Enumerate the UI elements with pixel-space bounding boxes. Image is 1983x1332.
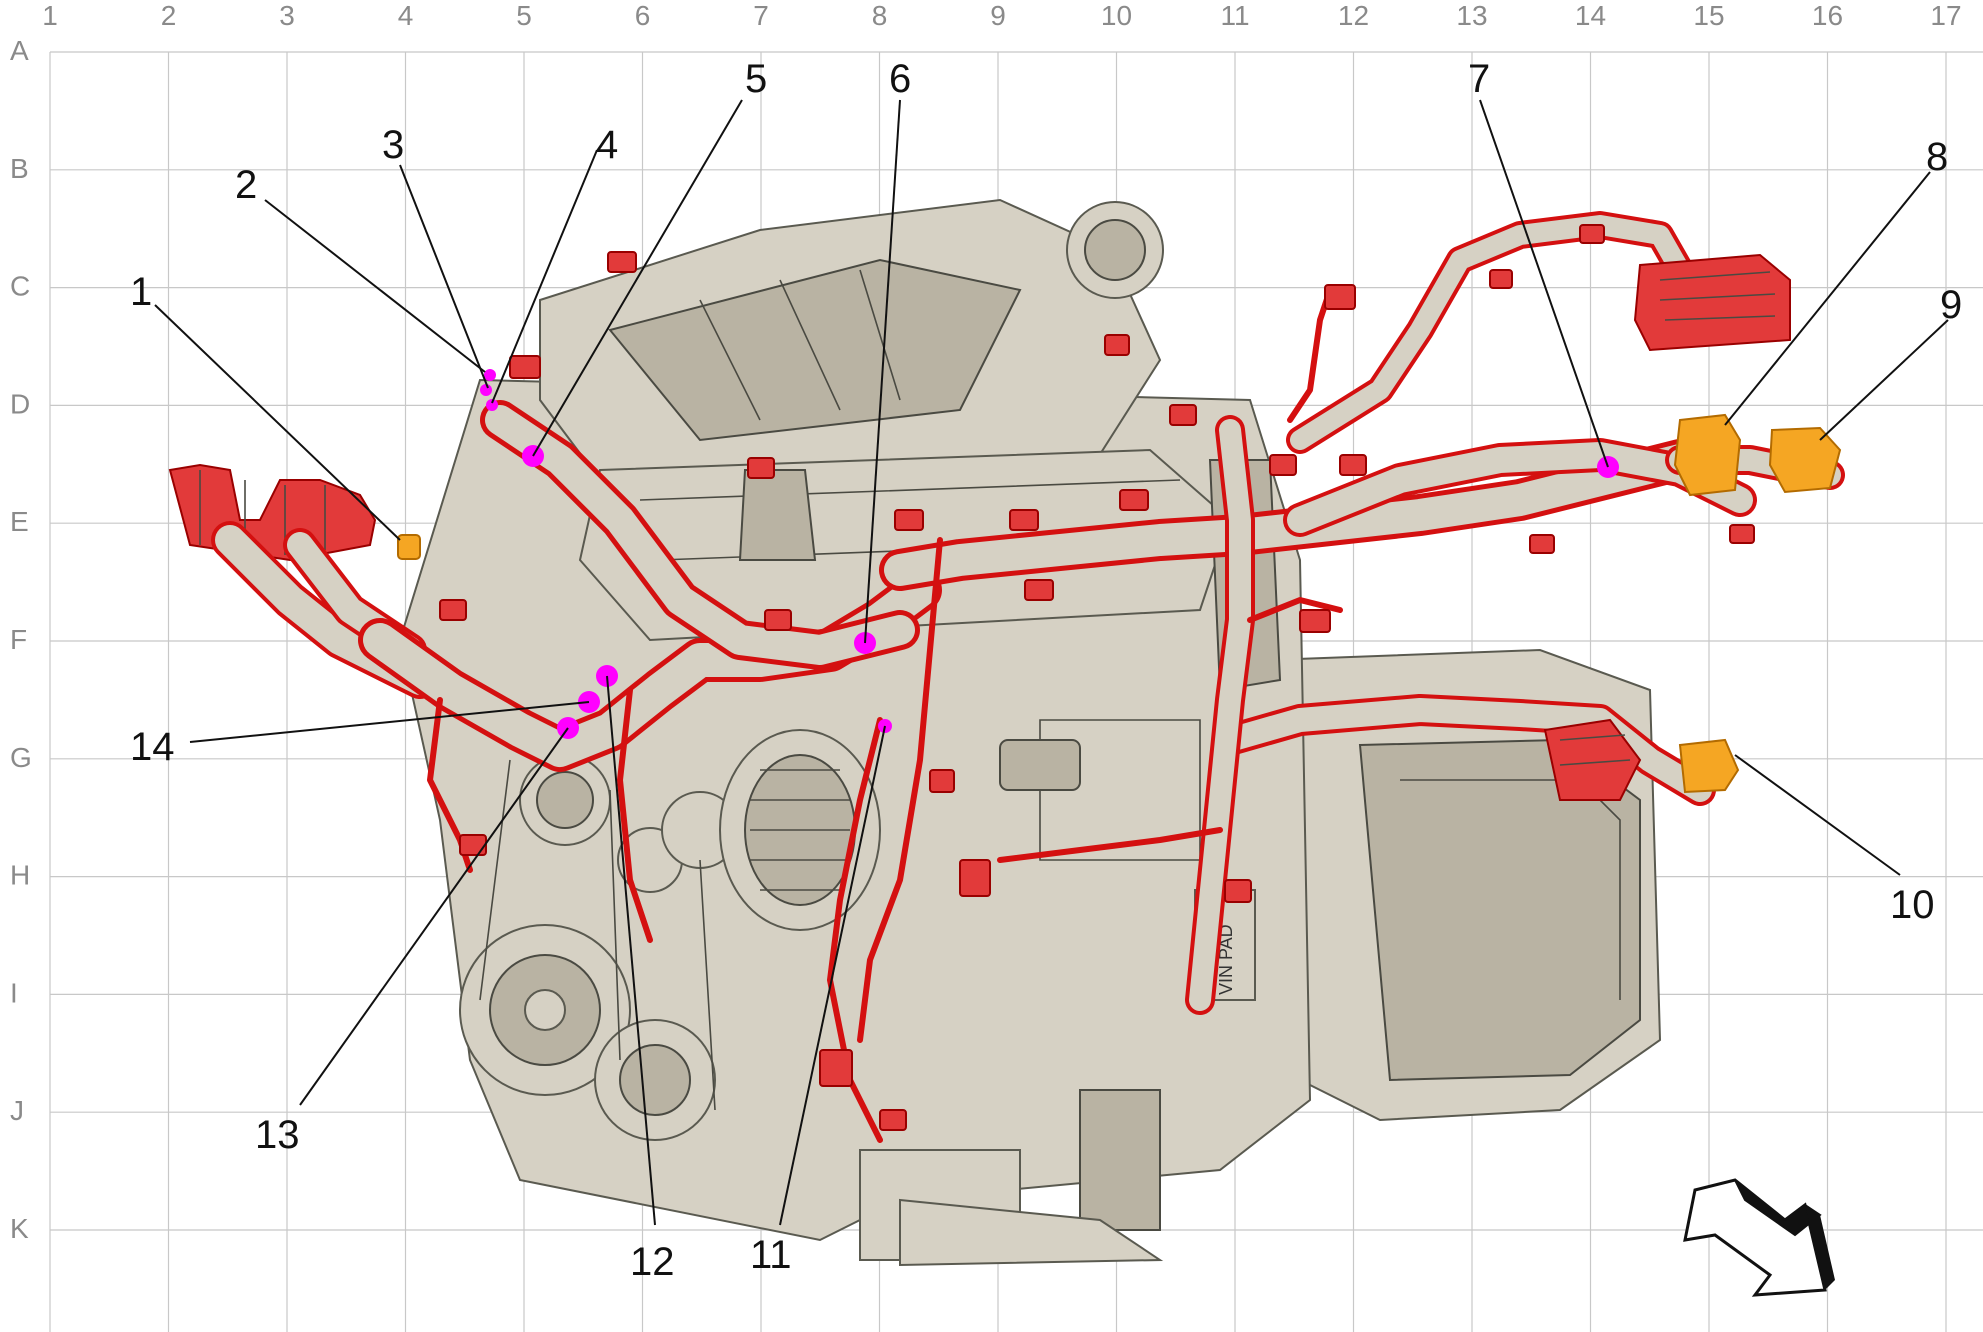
connector-9-icon: [1768, 426, 1842, 494]
callout-6: 6: [889, 57, 911, 101]
grid-column-label: 6: [635, 0, 651, 31]
grid-row-label: B: [10, 153, 29, 184]
harness-connectors: [439, 224, 1791, 1131]
callout-labels: 1 2 3 4 5 6 7 8 9 10 11 12 13 14: [130, 57, 1962, 1284]
grid-column-label: 16: [1812, 0, 1843, 31]
grid-column-label: 13: [1456, 0, 1487, 31]
grid-column-label: 12: [1338, 0, 1369, 31]
grid-row-label: E: [10, 506, 29, 537]
grid-row-label: F: [10, 624, 27, 655]
grid-row-label: D: [10, 388, 30, 419]
callout-11: 11: [750, 1233, 792, 1277]
callout-12: 12: [630, 1240, 675, 1284]
left-connector-cluster: [168, 463, 439, 699]
main-wiring-harness: [358, 211, 1845, 1143]
callout-2: 2: [235, 163, 257, 207]
grid-column-label: 5: [516, 0, 532, 31]
grid-row-label: K: [10, 1213, 29, 1244]
grid-row-label: A: [10, 35, 29, 66]
callout-9: 9: [1940, 283, 1962, 327]
grid-row-label: G: [10, 742, 32, 773]
vin-pad-text: VIN PAD: [1216, 924, 1236, 995]
connector-1-icon: [397, 534, 421, 560]
grid-column-label: 4: [398, 0, 414, 31]
component-connectors: [397, 413, 1842, 794]
callout-5: 5: [745, 57, 767, 101]
grid-column-label: 17: [1930, 0, 1961, 31]
grid-column-label: 3: [279, 0, 295, 31]
callout-8: 8: [1926, 135, 1948, 179]
callout-3: 3: [382, 123, 404, 167]
grid-row-label: C: [10, 271, 30, 302]
callout-13: 13: [255, 1113, 300, 1157]
grid-row-label: H: [10, 860, 30, 891]
ground-point-2: [484, 369, 496, 381]
callout-7: 7: [1468, 57, 1490, 101]
grid-column-label: 7: [753, 0, 769, 31]
grid-column-label: 2: [161, 0, 177, 31]
grid-row-labels: A B C D E F G H I J K L: [10, 35, 32, 1332]
grid-column-label: 10: [1101, 0, 1132, 31]
grid-column-label: 9: [990, 0, 1006, 31]
connector-10-icon: [1678, 738, 1740, 794]
grid-row-label: I: [10, 977, 18, 1008]
callout-4: 4: [596, 123, 618, 167]
grid-column-label: 15: [1693, 0, 1724, 31]
grid-row-label: L: [10, 1331, 26, 1332]
grid-column-label: 11: [1220, 0, 1249, 31]
leader-lines: [154, 99, 1949, 1226]
ground-point-3: [480, 384, 492, 396]
direction-arrow-icon: [1683, 1178, 1835, 1297]
callout-10: 10: [1890, 883, 1935, 927]
callout-1: 1: [130, 270, 152, 314]
grid-row-label: J: [10, 1095, 24, 1126]
connector-8-icon: [1673, 413, 1742, 497]
callout-14: 14: [130, 725, 175, 769]
grid-column-label: 8: [872, 0, 888, 31]
grid-column-label: 14: [1575, 0, 1606, 31]
ground-point-4: [486, 399, 498, 411]
grid-column-label: 1: [42, 0, 58, 31]
